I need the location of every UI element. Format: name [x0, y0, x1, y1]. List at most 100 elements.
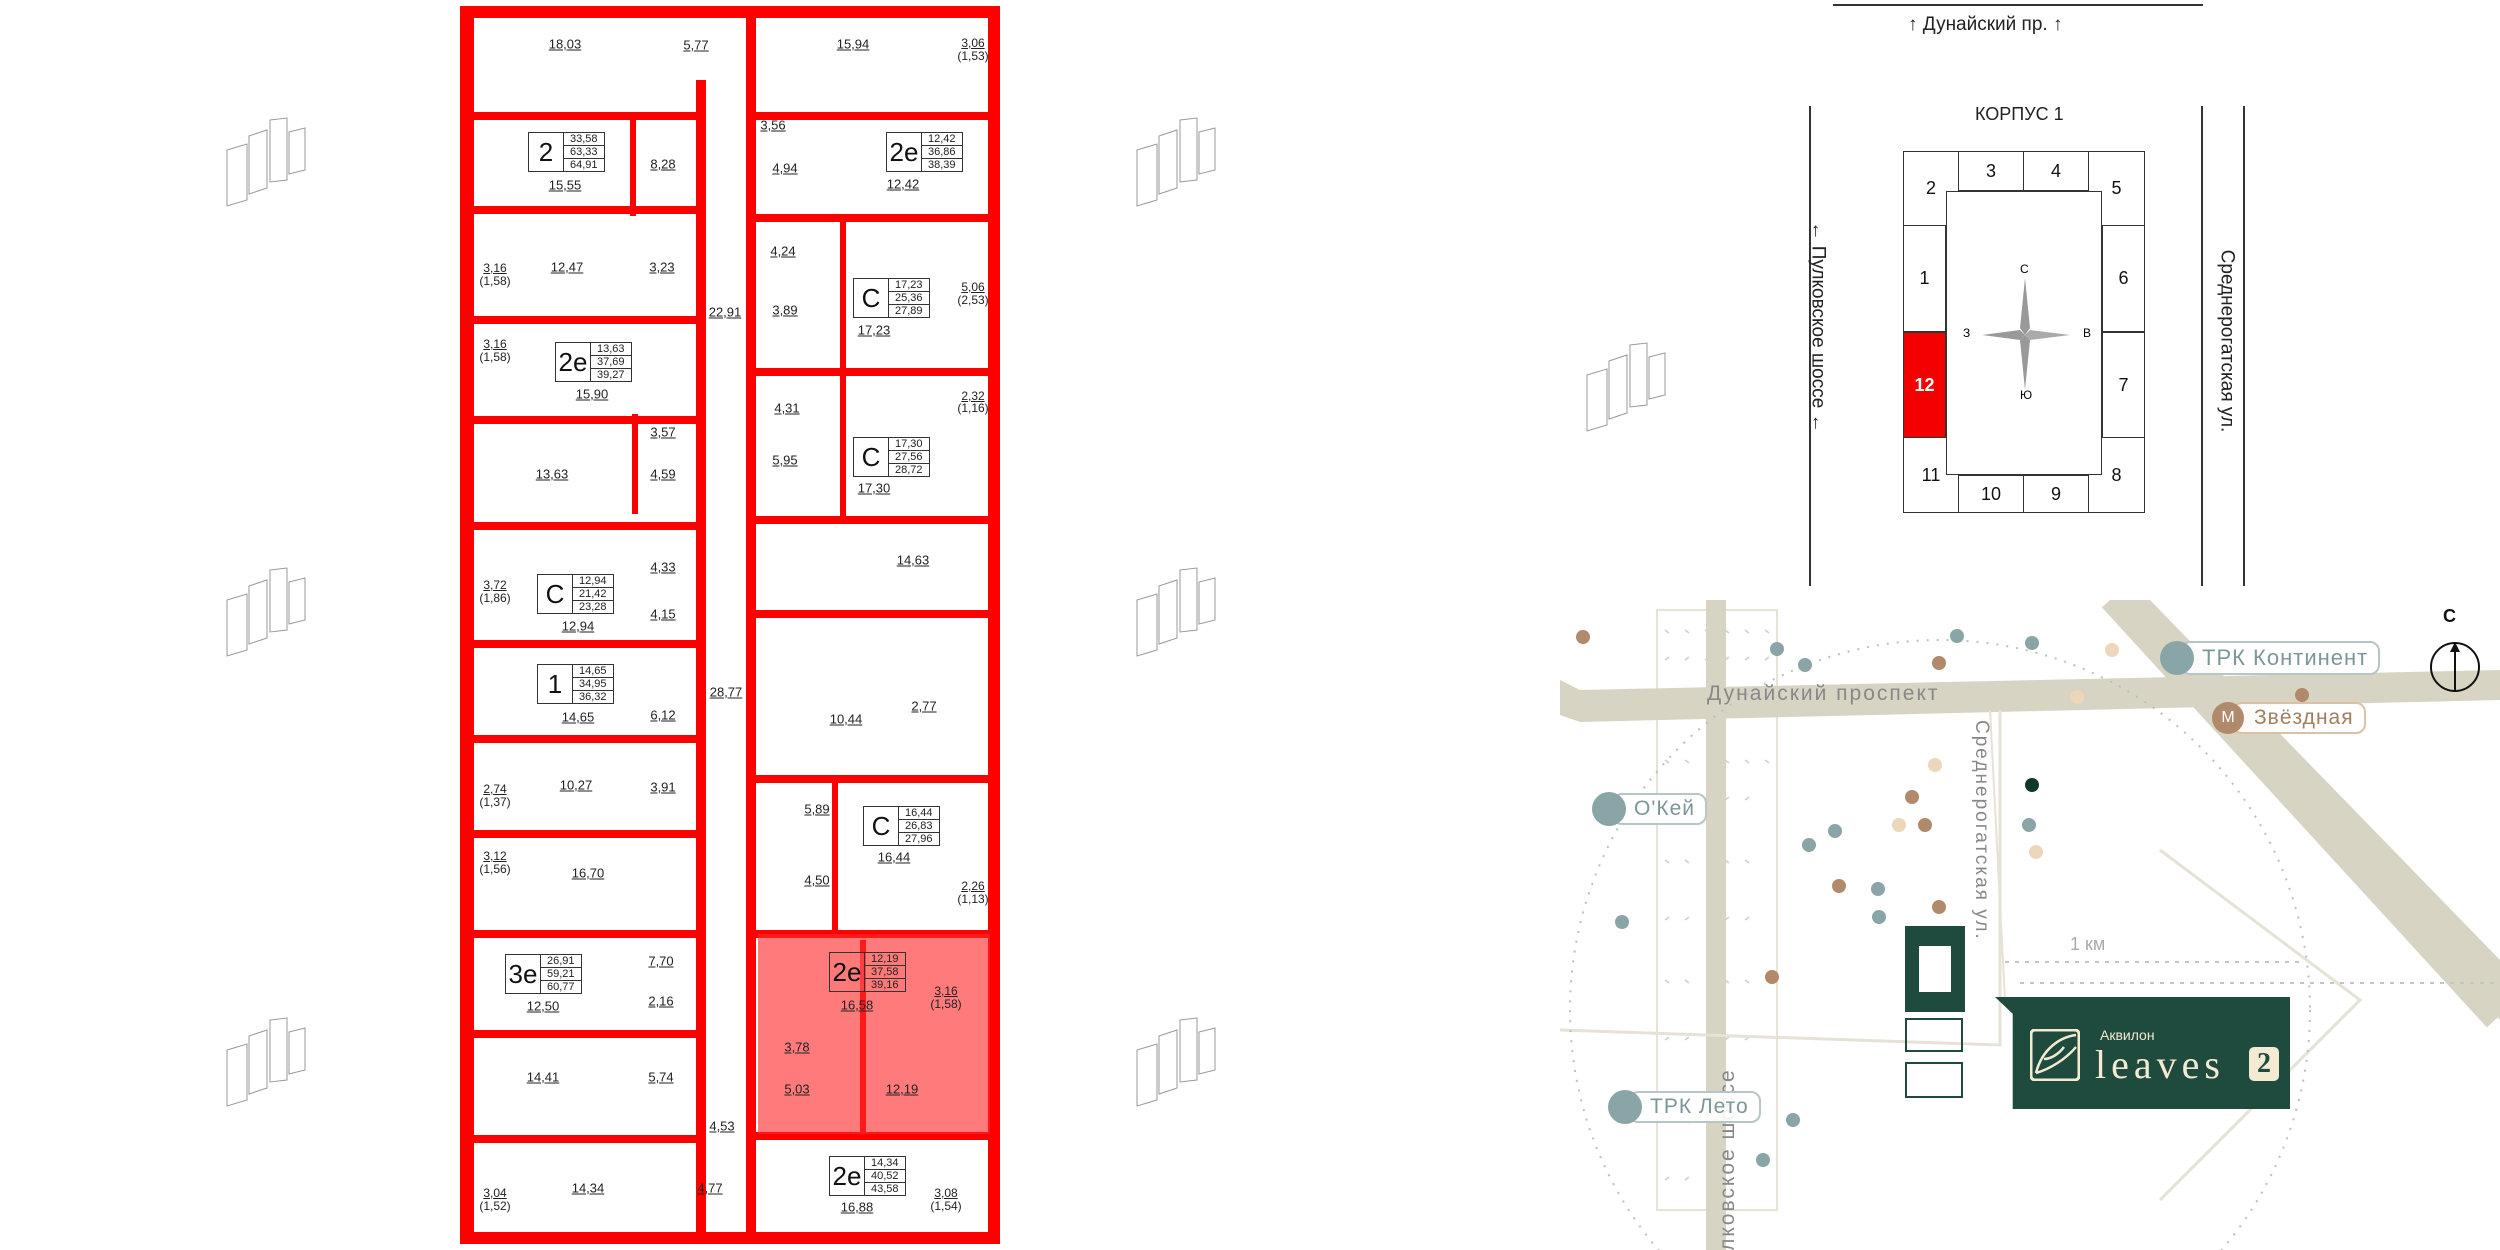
watermark-logo-icon	[1136, 1017, 1216, 1107]
compass-west: З	[1963, 326, 1971, 340]
room-area: 17,30	[857, 480, 891, 496]
wall	[460, 1030, 700, 1038]
map-dot	[1798, 658, 1812, 672]
room-area: 4,33	[650, 559, 676, 575]
section-3[interactable]: 3	[1958, 151, 2024, 191]
brand-name: leaves	[2095, 1042, 2225, 1087]
room-area: 5,03	[784, 1081, 810, 1097]
street-line	[2201, 106, 2203, 586]
watermark-logo-icon	[1136, 567, 1216, 657]
map-dot	[1832, 879, 1846, 893]
room-area: 4,24	[770, 243, 796, 259]
room-area: 12,94	[561, 618, 595, 634]
map-dot	[1615, 915, 1629, 929]
section-12-active[interactable]: 12	[1903, 332, 1946, 438]
wall	[460, 640, 700, 648]
balcony-area: (1,86)	[479, 591, 511, 605]
balcony-area: (1,56)	[479, 862, 511, 876]
balcony-area: 3,16	[483, 261, 507, 275]
brand-banner[interactable]: Аквилон leaves 2	[1995, 997, 2290, 1109]
map-dot	[1576, 630, 1590, 644]
wall	[632, 414, 638, 514]
wall	[746, 610, 996, 618]
map-dot	[1950, 629, 1964, 643]
watermark-logo-icon	[226, 567, 306, 657]
right-street-label: Среднерогатская ул.	[2216, 249, 2238, 433]
street-line	[1809, 106, 1811, 586]
map-dot	[1828, 824, 1842, 838]
room-area: 3,56	[760, 117, 786, 133]
selected-apartment-highlight[interactable]	[758, 934, 990, 1134]
mall-marker-icon	[1608, 1090, 1642, 1124]
map-dot	[1802, 838, 1816, 852]
arrow-left-icon: ←	[1807, 408, 1829, 433]
compass-south: Ю	[2020, 388, 2033, 402]
corridor-area: 28,77	[709, 684, 743, 700]
map-dot	[1765, 970, 1779, 984]
map-dot	[2070, 690, 2084, 704]
balcony-area: 5,06	[961, 280, 985, 294]
map-dot	[2025, 636, 2039, 650]
wall	[460, 6, 474, 1244]
wall	[746, 775, 996, 783]
section-1[interactable]: 1	[1903, 225, 1946, 332]
leaf-logo-icon	[2030, 1029, 2080, 1081]
metro-icon: М	[2212, 702, 2244, 734]
room-area: 8,28	[650, 156, 676, 172]
map-dot	[1932, 900, 1946, 914]
map-dot	[2025, 778, 2039, 792]
room-area: 4,59	[650, 466, 676, 482]
section-4[interactable]: 4	[2023, 151, 2089, 191]
map-background	[1560, 600, 2500, 1250]
section-9[interactable]: 9	[2023, 475, 2089, 513]
wall	[460, 112, 700, 120]
poi-okey[interactable]: О'Кей	[1592, 792, 1721, 826]
poi-metro-zvezdnaya[interactable]: М Звёздная	[2212, 702, 2378, 734]
room-area: 15,55	[548, 177, 582, 193]
wall	[460, 206, 700, 214]
section-6[interactable]: 6	[2102, 225, 2145, 332]
balcony-area: (2,53)	[957, 293, 989, 307]
room-area: 5,77	[683, 37, 709, 53]
room-area: 16,70	[571, 865, 605, 881]
complex-building-active[interactable]	[1905, 926, 1965, 1012]
north-arrow-icon	[2430, 642, 2480, 692]
wall	[460, 416, 700, 424]
room-area: 2,77	[911, 698, 937, 714]
map-street-dunaisky: Дунайский проспект	[1707, 682, 1940, 705]
wall	[746, 516, 996, 524]
balcony-area: 2,32	[961, 389, 985, 403]
room-area: 12,19	[885, 1081, 919, 1097]
room-area: 4,77	[697, 1180, 723, 1196]
room-area: 18,03	[548, 36, 582, 52]
room-area: 3,89	[772, 302, 798, 318]
room-area: 3,91	[650, 779, 676, 795]
corridor-area: 4,53	[709, 1118, 735, 1134]
room-area: 3,23	[649, 259, 675, 275]
room-area: 16,44	[877, 849, 911, 865]
balcony-area: (1,54)	[930, 1199, 962, 1213]
stairwell-area: 14,63	[896, 552, 930, 568]
lobby-area: 10,44	[829, 711, 863, 727]
wall	[460, 6, 1000, 18]
section-7[interactable]: 7	[2102, 332, 2145, 438]
balcony-area: (1,58)	[930, 997, 962, 1011]
room-area: 14,41	[526, 1069, 560, 1085]
room-area: 4,15	[650, 606, 676, 622]
balcony-area: (1,13)	[957, 892, 989, 906]
poi-trk-leto[interactable]: ТРК Лето	[1608, 1090, 1775, 1124]
balcony-area: 3,16	[483, 337, 507, 351]
poi-trk-kontinent[interactable]: ТРК Континент	[2160, 640, 2394, 676]
section-10[interactable]: 10	[1958, 475, 2024, 513]
